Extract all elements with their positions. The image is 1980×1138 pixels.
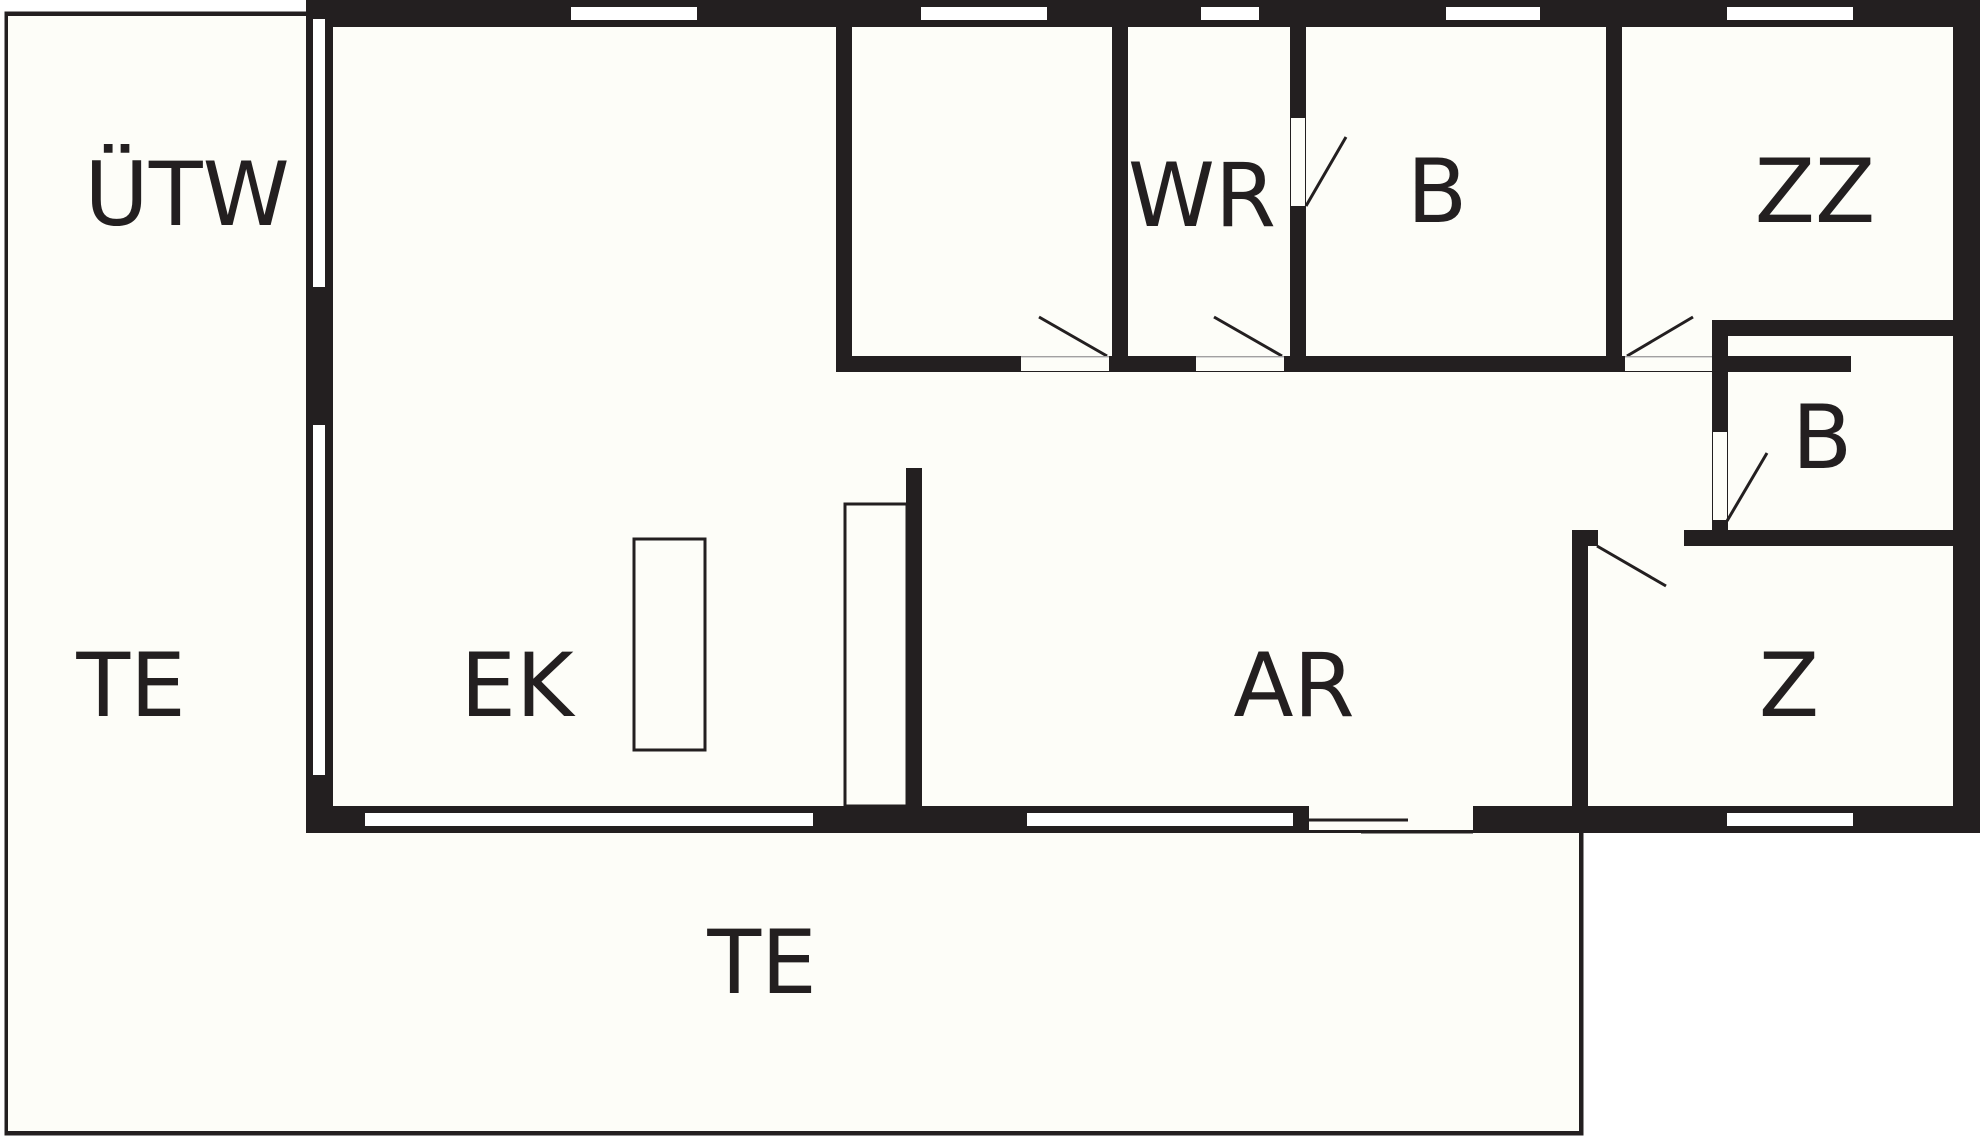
window [1025,811,1295,828]
kitchen-island [632,537,707,752]
terrace-outline [4,11,1584,1136]
window [1199,5,1261,22]
door-swing [1213,315,1283,358]
door-swing [1725,452,1769,522]
room-labels: ÜTW TE TE EK WR B ZZ B AR Z [75,140,1875,1014]
window [311,17,327,289]
label-z: Z [1759,634,1819,737]
window [1725,5,1855,22]
label-b-small: B [1792,386,1852,489]
door-swings [1038,136,1769,588]
label-te-bottom: TE [706,911,816,1014]
window [569,5,699,22]
door-swing [1304,136,1348,207]
label-ar: AR [1233,634,1354,737]
door-swing [1626,315,1694,358]
floor-fill [8,16,1967,1131]
window [363,811,815,828]
label-wr: WR [1128,144,1276,247]
window [311,423,327,777]
label-ek: EK [460,634,576,737]
sliding-door [1309,806,1473,834]
window [1725,811,1855,828]
door-swing [1596,544,1667,588]
label-te-left: TE [75,634,185,737]
windows [311,5,1855,828]
door-swing [1038,315,1108,358]
window [919,5,1049,22]
label-b-top: B [1407,140,1467,243]
kitchen-counter [843,502,909,808]
label-utw: ÜTW [84,143,289,246]
window [1444,5,1542,22]
label-zz: ZZ [1755,140,1876,243]
fixtures [632,502,909,808]
door-openings [1021,118,1727,545]
